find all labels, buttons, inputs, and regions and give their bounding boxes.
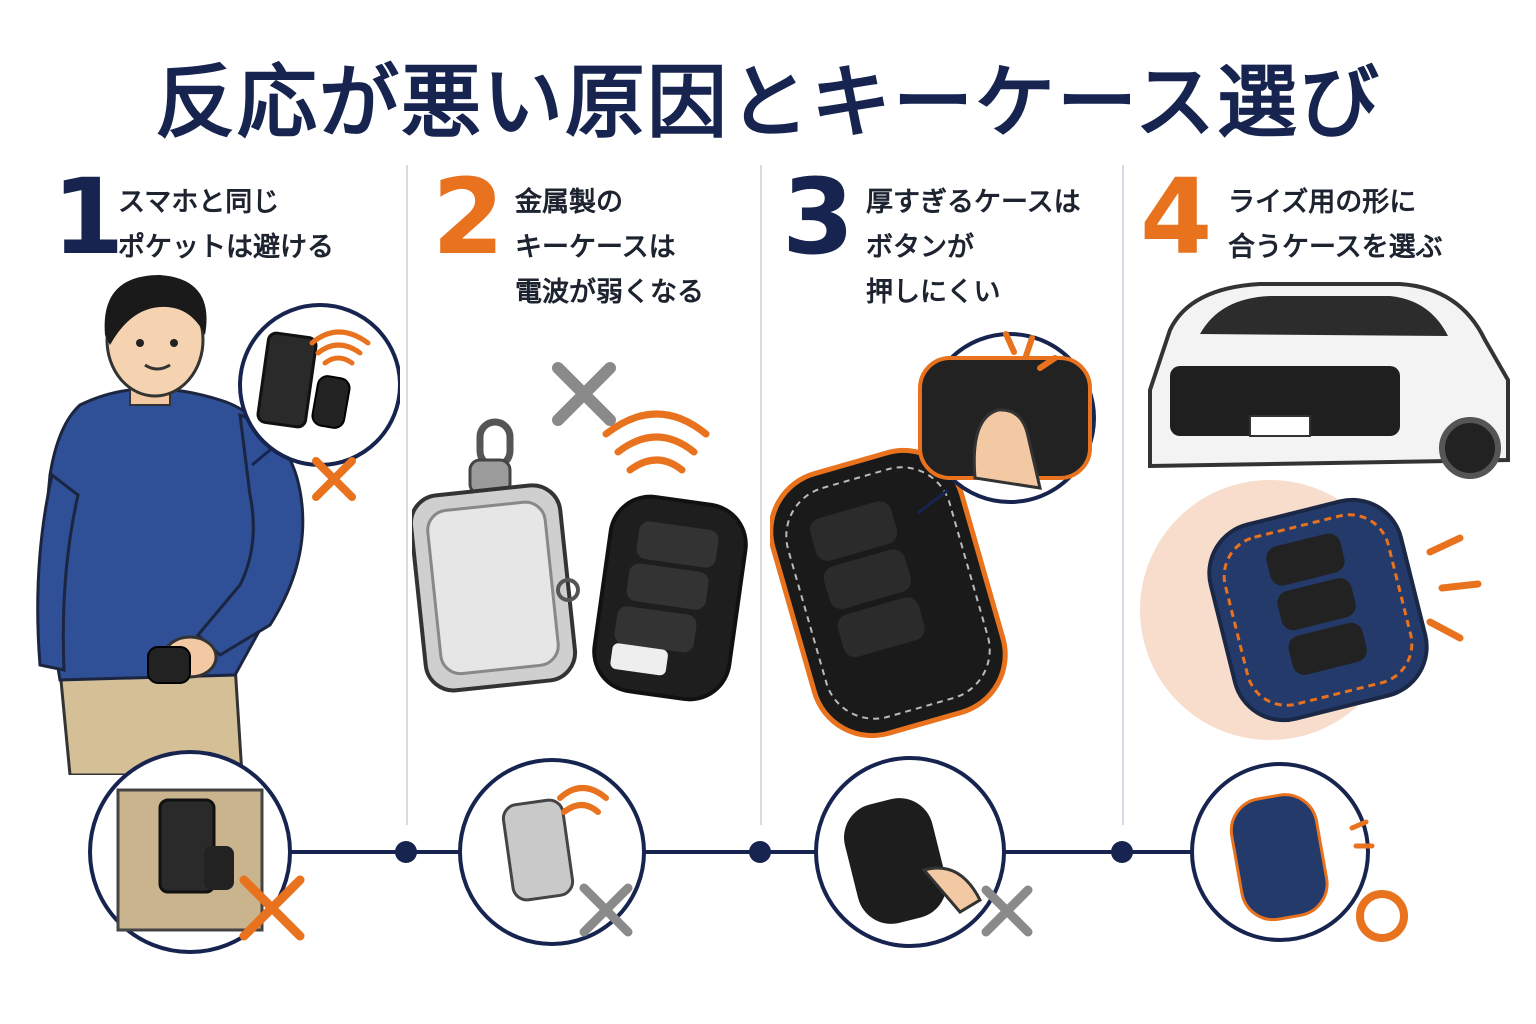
- step-4-line-1: ライズ用の形に: [1228, 187, 1417, 218]
- cross-icon: [981, 885, 1033, 937]
- signal-waves-icon: [602, 410, 710, 474]
- step-3-text: 厚すぎるケースは ボタンが 押しにくい: [866, 180, 1081, 315]
- car-key-icon: [311, 375, 351, 429]
- cross-icon: [312, 457, 356, 501]
- fitted-case-illustration: [1140, 282, 1510, 740]
- suv-car-icon: [1148, 282, 1510, 479]
- person-icon: [36, 275, 305, 775]
- step-1-number: 1: [52, 156, 125, 278]
- step-2-line-2: キーケースは: [515, 232, 676, 263]
- bottom-circle-3: [814, 756, 1033, 948]
- step-2-text: 金属製の キーケースは 電波が弱くなる: [515, 180, 704, 315]
- signal-waves-icon: [309, 329, 371, 366]
- step-3-line-3: 押しにくい: [866, 277, 1001, 308]
- finger-icon: [972, 408, 1042, 490]
- step-4-text: ライズ用の形に 合うケースを選ぶ: [1228, 180, 1443, 270]
- step-3-line-2: ボタンが: [866, 232, 974, 263]
- step-4-number: 4: [1140, 156, 1213, 278]
- metal-case-illustration: [412, 362, 748, 702]
- bottom-circle-1: [88, 750, 305, 954]
- circle-ok-icon: [1356, 890, 1408, 942]
- bottom-circle-2: [458, 758, 646, 946]
- metal-keycase-icon: [412, 418, 580, 693]
- page-title: 反応が悪い原因とキーケース選び: [155, 56, 1381, 149]
- step-1-line-1: スマホと同じ: [118, 187, 280, 218]
- step-3-line-1: 厚すぎるケースは: [866, 187, 1081, 218]
- column-divider-2: [760, 165, 762, 825]
- step-2-line-3: 電波が弱くなる: [515, 277, 704, 308]
- column-divider-1: [406, 165, 408, 825]
- car-key-icon: [592, 494, 748, 702]
- person-illustration: [36, 275, 400, 775]
- step-2-line-1: 金属製の: [515, 187, 623, 218]
- bottom-circle-4: [1190, 762, 1408, 942]
- step-4-line-2: 合うケースを選ぶ: [1228, 232, 1443, 263]
- smartphone-icon: [256, 331, 318, 429]
- step-3-number: 3: [782, 156, 855, 278]
- leather-keycase-icon: [1207, 497, 1429, 723]
- column-divider-3: [1122, 165, 1124, 825]
- step-2-number: 2: [432, 156, 505, 278]
- cross-icon: [239, 875, 305, 941]
- cross-icon: [579, 883, 633, 937]
- leather-keycase-icon: [770, 447, 1008, 738]
- thick-case-illustration: [770, 331, 1096, 738]
- step-1-text: スマホと同じ ポケットは避ける: [118, 180, 334, 270]
- cross-icon: [552, 362, 616, 426]
- step-1-line-2: ポケットは避ける: [118, 232, 334, 263]
